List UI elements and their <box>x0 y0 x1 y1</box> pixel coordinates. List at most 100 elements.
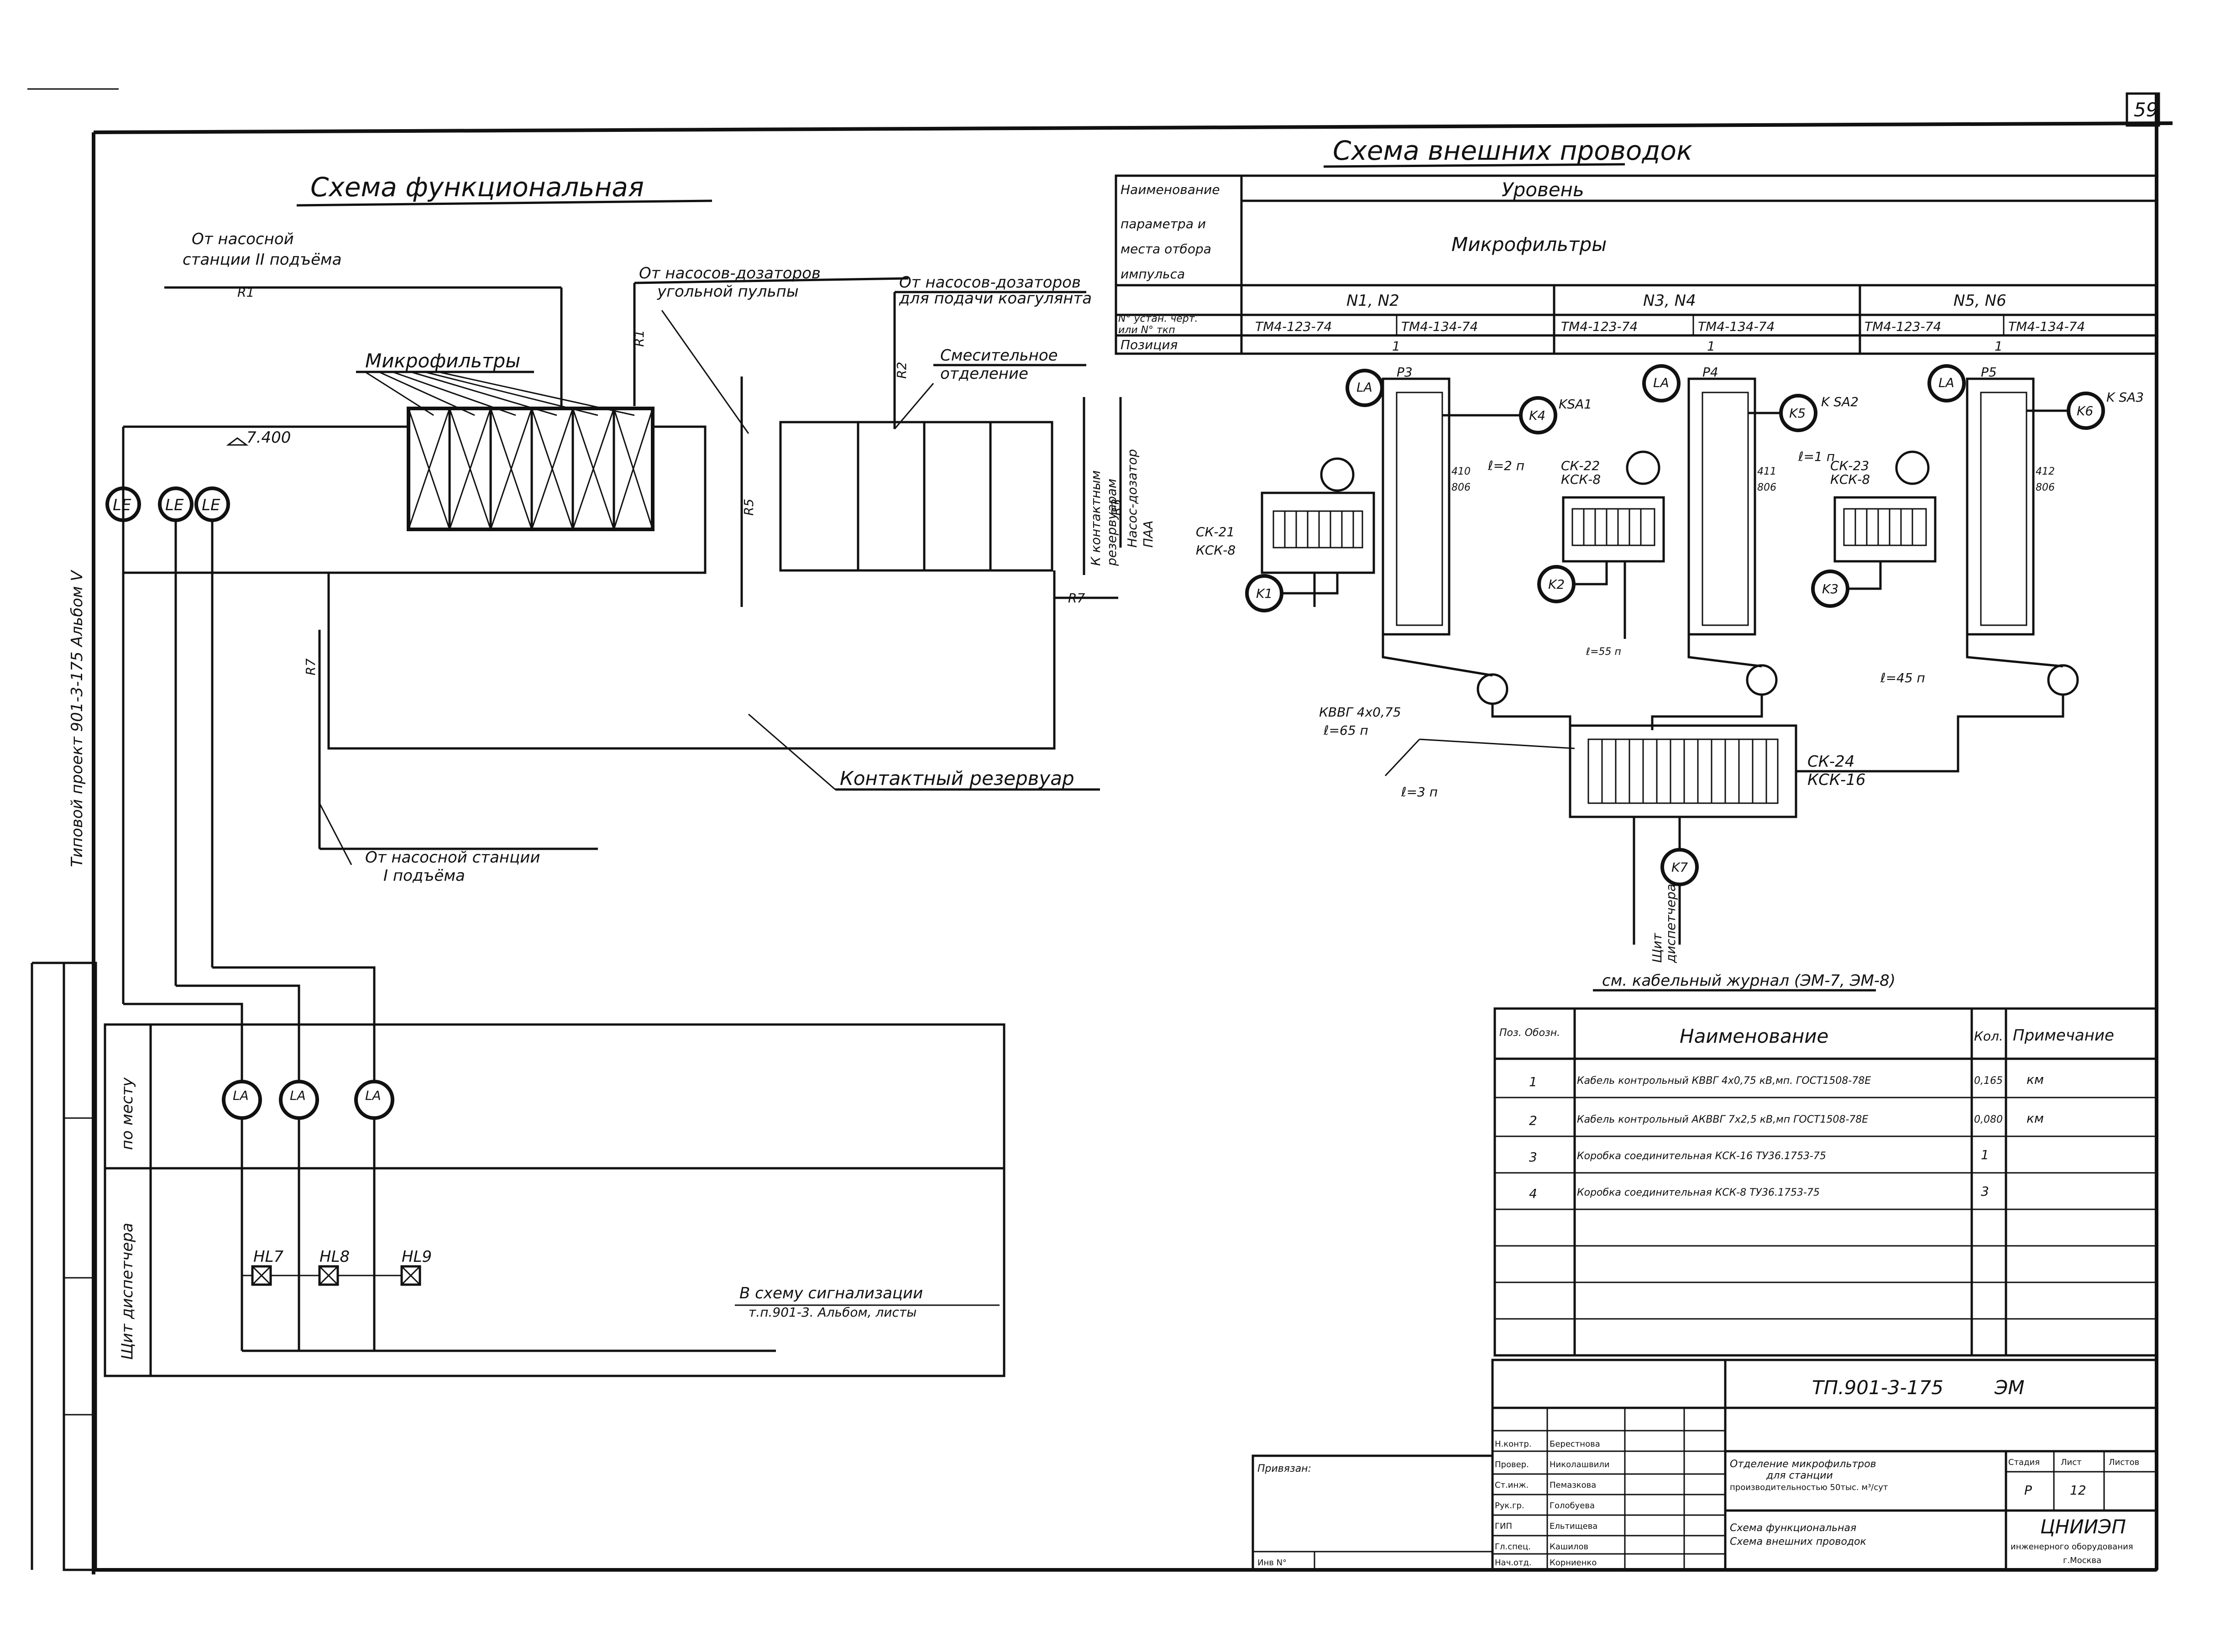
panel-p3-label: P3 <box>1397 365 1413 380</box>
stamp-sheet-no: 12 <box>2070 1483 2086 1498</box>
level-mark: 7.400 <box>246 429 291 447</box>
sheet-number: 59 <box>2134 99 2158 121</box>
microfilter-cells <box>408 408 654 530</box>
drawing-6: ТМ4-134-74 <box>2008 319 2085 334</box>
install-label-2: или N° ткп <box>1118 324 1175 336</box>
stamp-person-5: Ельтищева <box>1550 1521 1597 1531</box>
svg-text:410: 410 <box>1451 466 1471 477</box>
spec-row-3-qty: 1 <box>1981 1147 1989 1162</box>
external-title: Схема внешних проводок <box>1333 135 1692 166</box>
spec-row-4-qty: 3 <box>1981 1184 1989 1199</box>
spec-head-qty: Кол. <box>1974 1029 2003 1044</box>
shield-label-1: Щит <box>1649 933 1665 963</box>
cable-len-1: ℓ=1 п <box>1798 449 1835 464</box>
cable-len-55: ℓ=55 п <box>1586 646 1621 658</box>
lamp-hl9-label: HL9 <box>402 1248 432 1266</box>
group-3: N5, N6 <box>1953 292 2006 310</box>
from-pump2-label-2: станции II подъёма <box>183 251 342 269</box>
header-col-2: параметра и <box>1121 216 1206 231</box>
box-ck24-type: КСК-16 <box>1807 771 1866 789</box>
stamp-role-7: Нач.отд. <box>1495 1558 1532 1568</box>
stamp-object-3: производительностью 50тыс. м³/сут <box>1730 1483 1888 1492</box>
drawing-3: ТМ4-123-74 <box>1561 319 1638 334</box>
position-2: 1 <box>1707 339 1715 354</box>
la-indicator-1: LA <box>233 1088 249 1103</box>
spec-row-3-name: Коробка соединительная КСК-16 ТУ36.1753-… <box>1577 1150 1826 1162</box>
panel-p5-label: P5 <box>1981 365 1997 380</box>
functional-scheme: Схема функциональная От насосной станции… <box>104 172 1156 1377</box>
control-table <box>104 1023 1005 1377</box>
shield-label-2: диспетчера <box>1663 884 1678 964</box>
relay-k4: K4 <box>1529 408 1545 423</box>
drawing-1: ТМ4-123-74 <box>1255 319 1332 334</box>
stamp-mark: ЭМ <box>1994 1376 2025 1399</box>
spec-row-4-pos: 4 <box>1529 1186 1537 1201</box>
title-block: ТП.901-3-175 ЭМ Н.контр. Провер. Ст.инж.… <box>1252 1359 2158 1571</box>
box-ck21-type: КСК-8 <box>1196 543 1236 558</box>
spec-row-1-pos: 1 <box>1529 1074 1537 1089</box>
box-ck22-type: КСК-8 <box>1561 472 1601 487</box>
stamp-role-1: Н.контр. <box>1495 1439 1532 1449</box>
group-2: N3, N4 <box>1643 292 1696 310</box>
junction-box-ck21: СК-21 КСК-8 <box>1196 457 1375 574</box>
spec-table: Поз. Обозн. Наименование Кол. Примечание… <box>1493 1007 2158 1357</box>
stamp-person-4: Голобуева <box>1550 1501 1595 1511</box>
position-1: 1 <box>1392 339 1400 354</box>
stamp-stage: Р <box>2024 1483 2032 1498</box>
row-dispatcher: Щит диспетчера <box>118 1223 136 1360</box>
stamp-title-2: Схема внешних проводок <box>1730 1536 1867 1547</box>
node-k2: K2 <box>1548 577 1565 592</box>
contact-tank-label: Контактный резервуар <box>840 767 1074 789</box>
stamp-role-5: ГИП <box>1495 1521 1512 1531</box>
svg-text:412: 412 <box>2036 466 2055 477</box>
mixing-label-2: отделение <box>940 365 1028 383</box>
svg-text:806: 806 <box>1757 482 1776 493</box>
lamp-hl7-label: HL7 <box>253 1248 284 1266</box>
functional-title: Схема функциональная <box>310 172 644 203</box>
box-ck22-label: СК-22 <box>1561 458 1600 473</box>
position-label: Позиция <box>1121 337 1178 352</box>
stamp-person-2: Николашвили <box>1550 1460 1610 1469</box>
junction-box-ck23: СК-23 КСК-8 <box>1830 450 1937 563</box>
stamp-sheets-hdr: Листов <box>2109 1458 2139 1467</box>
spec-row-2-note: км <box>2026 1111 2044 1126</box>
to-contact-label-1: К контактным <box>1088 471 1103 566</box>
spec-row-2-name: Кабель контрольный АКВВГ 7х2,5 кВ,мп ГОС… <box>1577 1114 1868 1125</box>
line-tag-r1-a: R1 <box>237 285 254 300</box>
install-label-1: N° устан. черт. <box>1118 313 1198 324</box>
relay-ksa1: KSA1 <box>1559 397 1592 412</box>
relay-k5: K5 <box>1789 406 1806 421</box>
svg-text:LA: LA <box>1653 375 1669 390</box>
panel-p5: LA P5 K6 K SA3 412 806 <box>1927 364 2144 636</box>
spec-row-3-pos: 3 <box>1529 1150 1537 1165</box>
node-k1: K1 <box>1256 586 1272 601</box>
stamp-title-1: Схема функциональная <box>1730 1522 1856 1534</box>
cable-len-3: ℓ=3 п <box>1401 784 1438 800</box>
cable-len-65: ℓ=65 п <box>1323 723 1368 738</box>
k-nodes: K1 K2 K3 K7 <box>1245 565 2079 886</box>
spec-head-pos: Поз. Обозн. <box>1499 1027 1560 1039</box>
svg-text:806: 806 <box>1451 482 1471 493</box>
spec-row-2-qty: 0,080 <box>1974 1114 2003 1125</box>
stamp-person-6: Кашилов <box>1550 1542 1588 1552</box>
cable-len-45: ℓ=45 п <box>1880 670 1925 685</box>
line-tag-r7-b: R7 <box>303 659 318 675</box>
svg-text:LA: LA <box>1938 375 1954 390</box>
dosing-pump-label-1: Насос-дозатор <box>1125 449 1140 548</box>
line-tag-r3: R3 <box>1109 499 1124 516</box>
group-1: N1, N2 <box>1346 292 1399 310</box>
relay-k6: K6 <box>2077 403 2093 418</box>
panel-p3: LA P3 K4 KSA1 410 806 <box>1346 365 1592 636</box>
dosing-pump-label-2: ПАА <box>1141 521 1156 548</box>
stamp-object-2: для станции <box>1766 1470 1833 1481</box>
spec-row-4-name: Коробка соединительная КСК-8 ТУ36.1753-7… <box>1577 1187 1820 1198</box>
header-col-3: места отбора <box>1121 241 1211 256</box>
to-signal-label-1: В схему сигнализации <box>739 1284 923 1302</box>
stamp-person-7: Корниенко <box>1550 1558 1597 1568</box>
from-dosing-coal-2: угольной пульпы <box>657 282 799 301</box>
box-ck24-label: СК-24 <box>1807 753 1854 771</box>
stamp-person-1: Берестнова <box>1550 1439 1600 1449</box>
stamp-sheet-hdr: Лист <box>2061 1458 2082 1467</box>
stamp-role-3: Ст.инж. <box>1495 1480 1529 1490</box>
